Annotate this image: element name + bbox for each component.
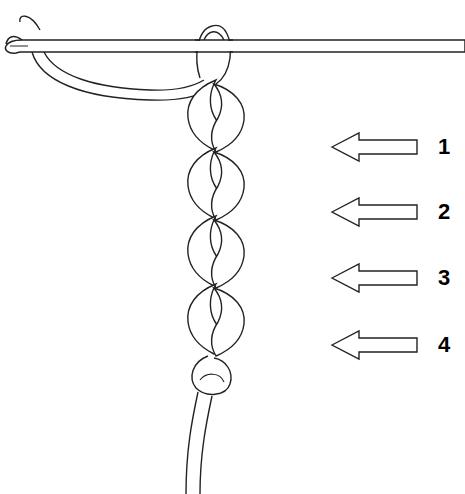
callout-number: 2 bbox=[438, 201, 450, 223]
pointer-arrow bbox=[332, 331, 417, 359]
loop-on-hook bbox=[197, 25, 230, 84]
callout-number: 1 bbox=[438, 136, 450, 158]
pointer-arrow bbox=[332, 133, 417, 161]
callout-number: 3 bbox=[438, 267, 450, 289]
pointer-arrow bbox=[332, 198, 417, 226]
yarn-end bbox=[20, 16, 40, 30]
chain-stitch bbox=[188, 284, 244, 356]
pointer-arrow bbox=[332, 264, 417, 292]
crochet-hook bbox=[5, 40, 465, 53]
chain-stitch bbox=[188, 80, 244, 152]
yarn-tail bbox=[186, 392, 212, 494]
callout-number: 4 bbox=[438, 334, 450, 356]
working-yarn bbox=[32, 52, 208, 100]
chain-stitch bbox=[188, 216, 244, 288]
slip-knot bbox=[192, 356, 231, 394]
working-yarn bbox=[44, 52, 204, 90]
hook-throat bbox=[6, 37, 22, 44]
chain-stitch bbox=[188, 148, 244, 220]
hook-groove bbox=[10, 46, 28, 47]
